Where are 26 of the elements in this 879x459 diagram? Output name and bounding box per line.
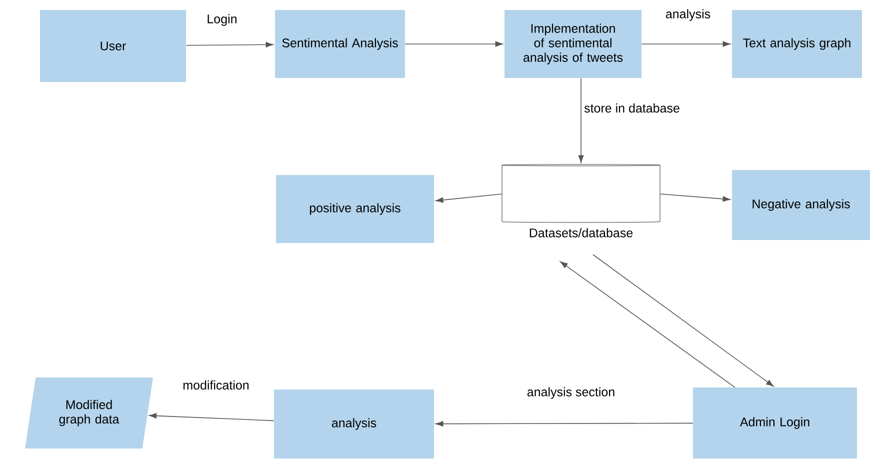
process-box: Negative analysis [732,170,870,240]
edge-label: modification [182,379,250,391]
edge-label: analysis [664,8,712,22]
data-parallelogram: Modified graph data [25,378,153,448]
arrow [436,194,502,203]
database-cylinder [502,164,660,223]
arrow [660,194,730,202]
arrow [404,41,503,47]
node-caption: Datasets/database [530,228,633,238]
arrow [641,41,730,47]
edge-label: Login [206,13,238,27]
arrow [436,421,694,427]
arrow [148,413,274,422]
process-box: analysis [274,390,434,458]
arrow [186,42,274,48]
process-box: positive analysis [276,175,434,243]
arrow [592,254,774,387]
process-box: Sentimental Analysis [275,10,405,78]
process-box: Text analysis graph [732,10,862,78]
edge-label: analysis section [526,386,616,400]
arrow [560,261,736,388]
process-box: Admin Login [693,388,857,458]
process-box: User [40,10,186,82]
arrow [578,78,584,163]
edge-label: store in database [583,102,681,114]
process-box: Implementation of sentimental analysis of tweets [504,10,642,78]
